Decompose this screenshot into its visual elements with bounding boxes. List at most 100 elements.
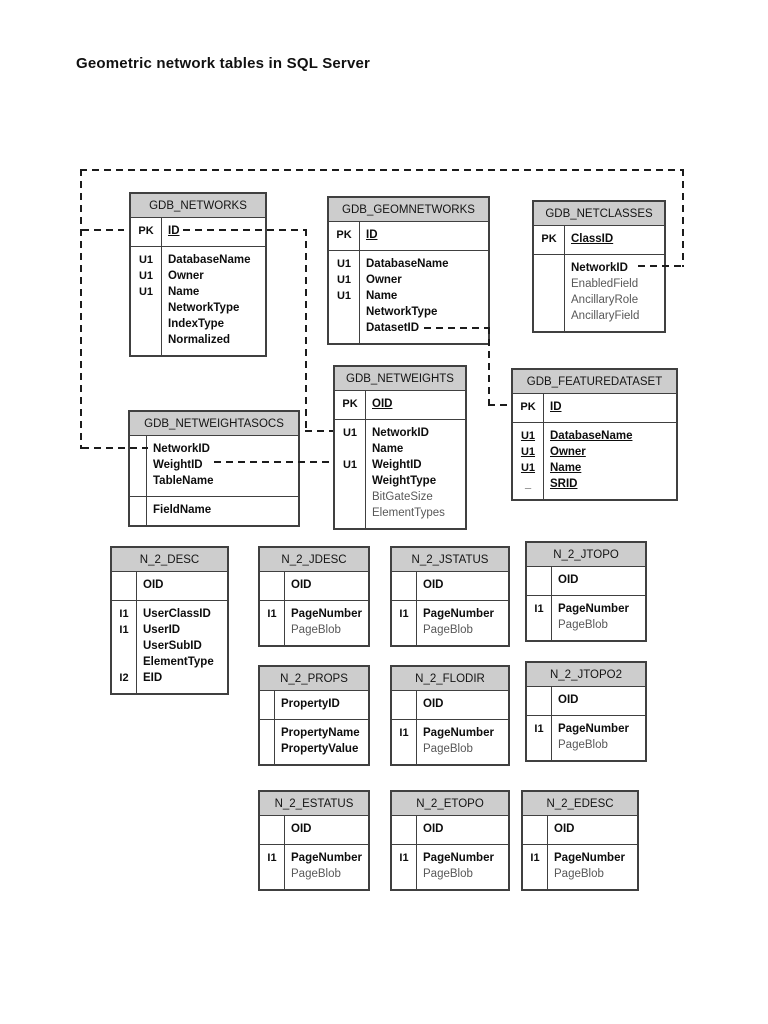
field-PageNumber: PageNumber: [558, 603, 629, 615]
connector-datasetid-vertical: [488, 327, 490, 405]
key-column: [527, 687, 552, 715]
field-PropertyName: PropertyName: [281, 727, 360, 739]
key-column: [260, 816, 285, 844]
key-label: PK: [342, 398, 358, 410]
key-label: I1: [119, 624, 129, 636]
field-PageNumber: PageNumber: [291, 608, 362, 620]
key-label: U1: [342, 427, 358, 439]
key-label-empty: [260, 622, 284, 638]
key-column: I1: [392, 845, 417, 889]
key-label: I1: [534, 603, 544, 615]
connector-netclasses-networkid-stub: [638, 265, 684, 267]
key-label-empty: [329, 320, 359, 336]
entity-section: PropertyID: [260, 691, 368, 719]
key-label: U1: [336, 290, 352, 302]
key-column: U1 U1: [335, 420, 366, 528]
field-PropertyValue: PropertyValue: [281, 743, 359, 755]
key-column: [260, 572, 285, 600]
field-DatasetID: DatasetID: [366, 322, 420, 334]
key-label: PK: [541, 233, 557, 245]
field-column: OID: [285, 816, 368, 844]
field-column: OID: [552, 567, 645, 595]
field-PageBlob: PageBlob: [291, 868, 341, 880]
key-label: PK: [138, 225, 154, 237]
field-PageBlob: PageBlob: [423, 868, 473, 880]
field-ID: ID: [550, 401, 562, 413]
key-column: PK: [335, 391, 366, 419]
key-label: U1: [138, 254, 154, 266]
key-column: [112, 572, 137, 600]
connector-netweights-networkid-stub: [305, 430, 333, 432]
connector-top-horizontal: [80, 169, 684, 171]
key-label-empty: [335, 489, 365, 505]
field-Name: Name: [550, 462, 582, 474]
key-column: PK: [513, 394, 544, 422]
key-label-empty: [534, 308, 564, 324]
field-ElementType: ElementType: [143, 656, 214, 668]
key-label-empty: [260, 866, 284, 882]
connector-id-down-vertical: [305, 229, 307, 432]
field-OID: OID: [291, 823, 312, 835]
entity-table-title: GDB_GEOMNETWORKS: [329, 198, 488, 222]
connector-netweightasocs-networkid-stub: [82, 447, 148, 449]
key-label: U1: [138, 286, 154, 298]
field-PageBlob: PageBlob: [291, 624, 341, 636]
page-title: Geometric network tables in SQL Server: [76, 55, 371, 72]
field-OID: OID: [558, 694, 579, 706]
key-label-empty: [335, 473, 365, 489]
key-column: [130, 436, 147, 496]
field-SRID: SRID: [550, 478, 578, 490]
field-OID: OID: [423, 698, 444, 710]
field-Name: Name: [372, 443, 404, 455]
key-label-empty: [130, 441, 146, 457]
entity-table-title: GDB_NETWEIGHTS: [335, 367, 465, 391]
field-OID: OID: [558, 574, 579, 586]
key-column: PK: [131, 218, 162, 246]
field-column: OID: [366, 391, 465, 419]
entity-table-title: N_2_JTOPO2: [527, 663, 645, 687]
field-column: ID: [360, 222, 488, 250]
field-OID: OID: [423, 823, 444, 835]
field-column: OID: [548, 816, 637, 844]
key-column: I1: [392, 720, 417, 764]
field-TableName: TableName: [153, 475, 214, 487]
entity-table-title: GDB_NETCLASSES: [534, 202, 664, 226]
connector-left-vertical: [80, 169, 82, 449]
key-label: U1: [520, 430, 536, 442]
connector-networks-id-east: [183, 229, 305, 231]
entity-section: OID: [260, 816, 368, 844]
key-label-empty: [112, 638, 136, 654]
entity-table-title: GDB_FEATUREDATASET: [513, 370, 676, 394]
key-column: [527, 567, 552, 595]
key-label-empty: [523, 821, 547, 837]
field-PageNumber: PageNumber: [558, 723, 629, 735]
key-label-empty: [523, 866, 547, 882]
connector-featuredataset-pk-stub: [488, 404, 511, 406]
connector-right-vertical: [682, 169, 684, 267]
key-label-empty: [131, 332, 161, 348]
field-Owner: Owner: [366, 274, 402, 286]
key-label-empty: [527, 737, 551, 753]
key-label: U1: [520, 446, 536, 458]
field-ID: ID: [168, 225, 180, 237]
field-NetworkType: NetworkType: [168, 302, 240, 314]
entity-table-title: N_2_DESC: [112, 548, 227, 572]
key-label-empty: [130, 457, 146, 473]
connector-networks-pk-stub: [82, 229, 124, 231]
key-column: PK: [329, 222, 360, 250]
